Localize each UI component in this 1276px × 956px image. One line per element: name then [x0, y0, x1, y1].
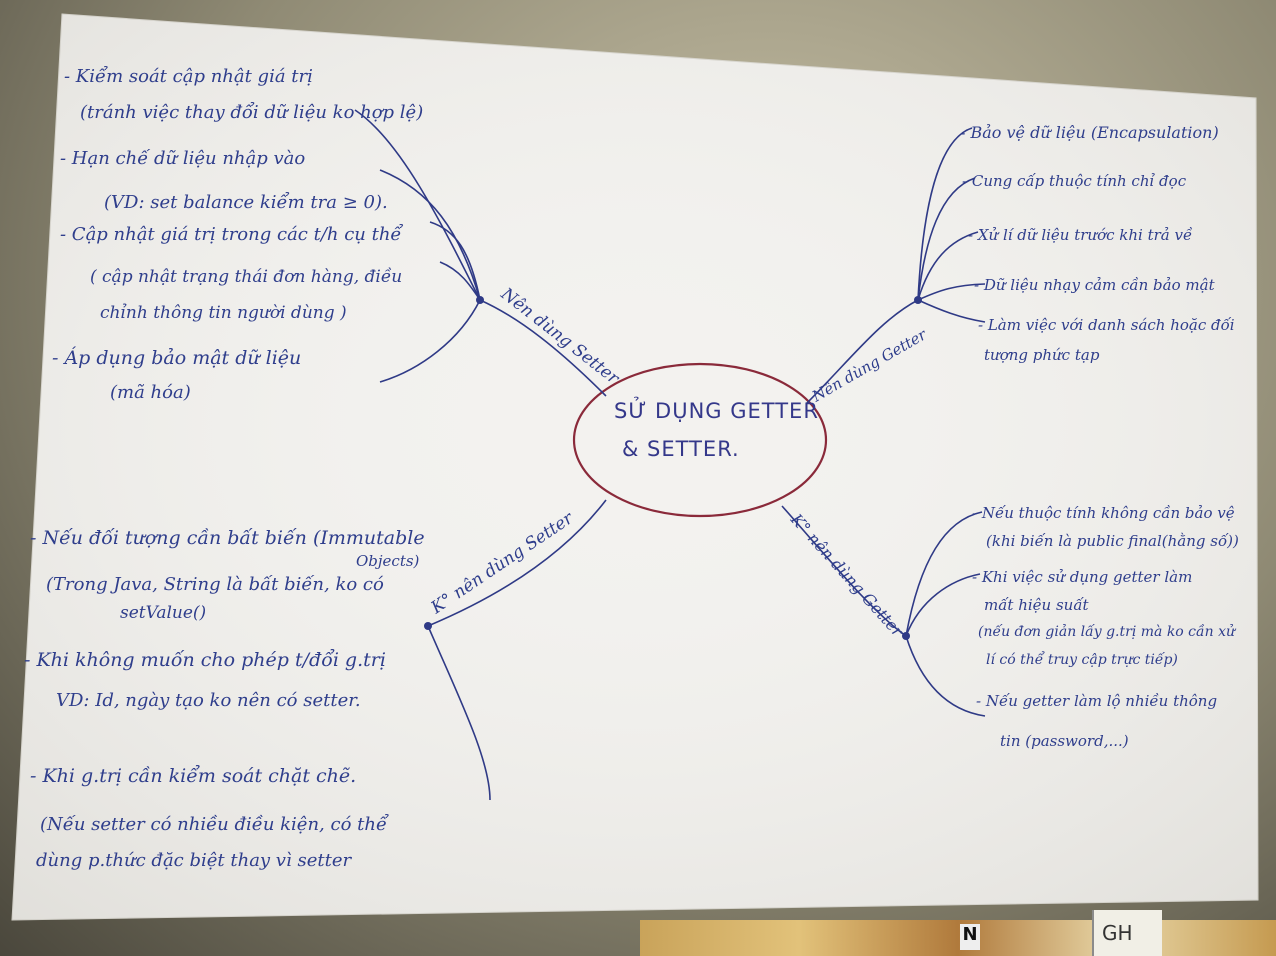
note-line: (VD: set balance kiểm tra ≥ 0).	[104, 191, 388, 213]
getter-notes: - Bảo vệ dữ liệu (Encapsulation) - Cung …	[960, 123, 1235, 364]
note-line: - Kiểm soát cập nhật giá trị	[64, 65, 313, 87]
background-objects	[640, 920, 1276, 956]
note-line: Objects)	[356, 552, 420, 570]
note-line: (nếu đơn giản lấy g.trị mà ko cần xử	[978, 623, 1237, 640]
note-line: lí có thể truy cập trực tiếp)	[986, 650, 1178, 668]
note-line: - Khi không muốn cho phép t/đổi g.trị	[24, 649, 386, 671]
note-line: dùng p.thức đặc biệt thay vì setter	[36, 850, 352, 871]
note-line: (khi biến là public final(hằng số))	[986, 532, 1239, 550]
note-line: - Hạn chế dữ liệu nhập vào	[60, 148, 305, 169]
connector-no-setter	[427, 499, 607, 627]
note-line: - Nếu đối tượng cần bất biến (Immutable	[30, 527, 425, 549]
note-line: ( cập nhật trạng thái đơn hàng, điều	[90, 267, 402, 287]
no-getter-notes: - Nếu thuộc tính không cần bảo vệ (khi b…	[972, 504, 1239, 750]
connector-no-getter	[781, 505, 907, 637]
connector-getter	[805, 299, 919, 405]
note-line: (tránh việc thay đổi dữ liệu ko hợp lệ)	[80, 101, 423, 123]
note-line: tin (password,...)	[1000, 732, 1129, 750]
center-title-line1: SỬ DỤNG GETTER	[614, 397, 819, 423]
center-title-line2: & SETTER.	[622, 437, 740, 461]
background-tag-n: N	[960, 924, 980, 950]
no-setter-notes: - Nếu đối tượng cần bất biến (Immutable …	[24, 527, 425, 871]
note-line: - Nếu getter làm lộ nhiều thông	[976, 692, 1217, 710]
note-line: (mã hóa)	[110, 382, 191, 403]
note-line: tượng phức tạp	[984, 346, 1100, 364]
note-line: - Dữ liệu nhạy cảm cần bảo mật	[974, 276, 1216, 294]
central-oval	[572, 362, 828, 518]
note-line: - Khi g.trị cần kiểm soát chặt chẽ.	[30, 765, 356, 787]
note-line: - Khi việc sử dụng getter làm	[972, 568, 1192, 586]
note-line: - Xử lí dữ liệu trước khi trả về	[968, 226, 1193, 244]
note-line: setValue()	[120, 603, 206, 623]
note-line: (Trong Java, String là bất biến, ko có	[46, 574, 384, 595]
note-line: chỉnh thông tin người dùng )	[100, 303, 347, 323]
note-line: - Làm việc với danh sách hoặc đối	[978, 316, 1235, 334]
note-line: VD: Id, ngày tạo ko nên có setter.	[56, 690, 361, 711]
note-line: - Cung cấp thuộc tính chỉ đọc	[962, 172, 1187, 190]
note-line: mất hiệu suất	[984, 596, 1090, 614]
setter-notes: - Kiểm soát cập nhật giá trị (tránh việc…	[52, 65, 423, 403]
note-line: (Nếu setter có nhiều điều kiện, có thể	[40, 813, 389, 835]
note-line: - Bảo vệ dữ liệu (Encapsulation)	[960, 123, 1219, 142]
connector-setter	[479, 299, 607, 397]
note-line: - Nếu thuộc tính không cần bảo vệ	[972, 504, 1235, 522]
note-line: - Cập nhật giá trị trong các t/h cụ thể	[60, 223, 403, 245]
note-line: - Áp dụng bảo mật dữ liệu	[52, 346, 301, 369]
background-tag-gh: GH	[1092, 910, 1162, 956]
